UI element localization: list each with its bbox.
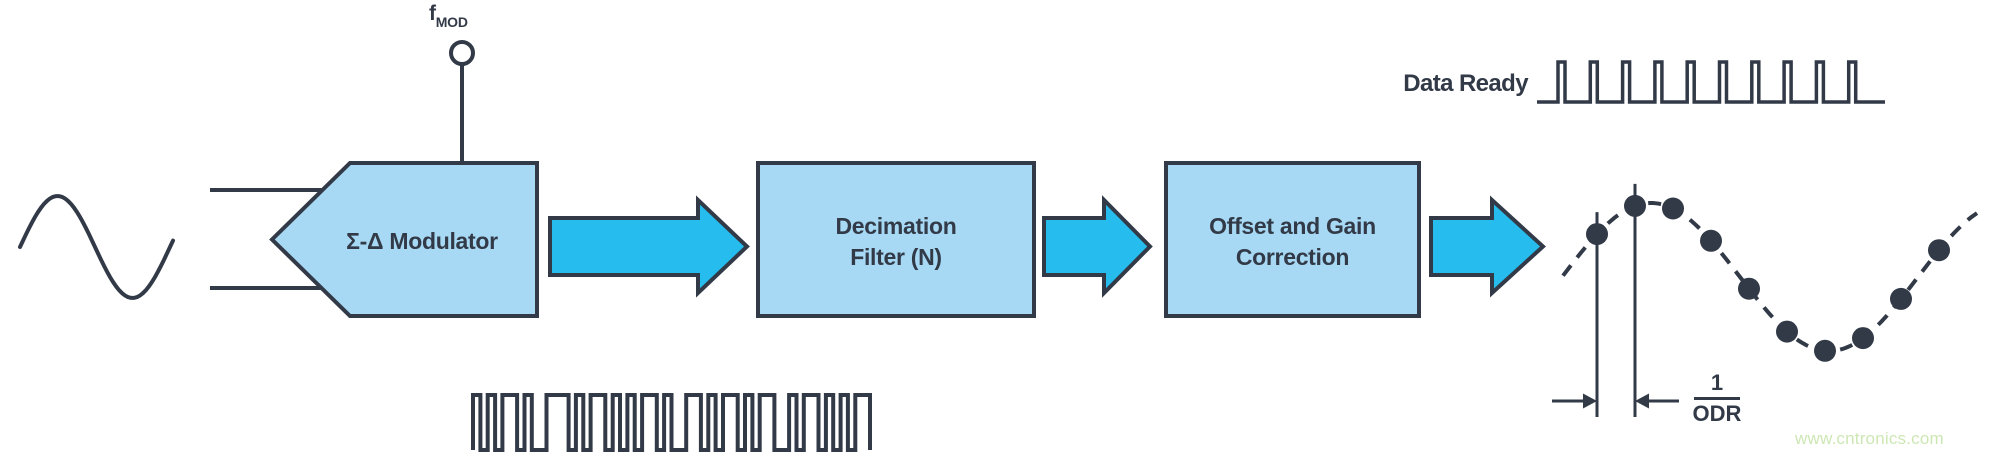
dim-arrow-right-head <box>1635 393 1649 409</box>
sample-dot <box>1662 197 1684 220</box>
offset-gain-block <box>1164 161 1421 318</box>
sample-dot <box>1814 339 1836 362</box>
fmod-label: fMOD <box>429 2 468 30</box>
sample-dot <box>1624 194 1646 217</box>
odr-numerator: 1 <box>1710 370 1724 395</box>
modulator-block <box>269 161 539 318</box>
sample-dot <box>1776 320 1798 343</box>
decimation-label-line1: Decimation <box>835 213 957 239</box>
data-ready-label: Data Ready <box>1403 70 1528 97</box>
offset-label-line2: Correction <box>1235 244 1350 270</box>
watermark-text: www.cntronics.com <box>1795 429 1944 448</box>
output-sine-dashed <box>1561 201 1979 353</box>
odr-fraction: 1 ODR <box>1689 372 1745 425</box>
fmod-symbol: f <box>429 2 436 25</box>
sample-dot <box>1738 277 1760 300</box>
input-sine-wave <box>18 194 175 300</box>
sample-dot <box>1852 327 1874 350</box>
decimation-filter-block <box>756 161 1036 318</box>
sample-dot <box>1700 229 1722 252</box>
fmod-subscript: MOD <box>435 14 468 30</box>
modulator-block-label: Σ-Δ Modulator <box>346 228 498 254</box>
flow-arrow-2 <box>1042 195 1153 298</box>
offset-gain-block-label: Offset and Gain Correction <box>1166 211 1419 273</box>
decimation-block-label: Decimation Filter (N) <box>758 211 1034 273</box>
modulator-bitstream-waveform <box>471 393 872 452</box>
decimation-label-line2: Filter (N) <box>850 244 942 270</box>
odr-denominator: ODR <box>1692 401 1742 426</box>
sample-dot <box>1928 239 1950 262</box>
flow-arrow-1 <box>548 195 750 298</box>
odr-fraction-bar <box>1694 397 1740 400</box>
sample-dot <box>1890 287 1912 310</box>
dim-arrow-left-head <box>1583 393 1597 409</box>
flow-arrow-3 <box>1429 195 1546 298</box>
data-ready-pulse-train <box>1537 60 1885 104</box>
fmod-clock-terminal <box>449 40 475 66</box>
offset-label-line1: Offset and Gain <box>1209 213 1376 239</box>
sample-dot <box>1586 223 1608 246</box>
